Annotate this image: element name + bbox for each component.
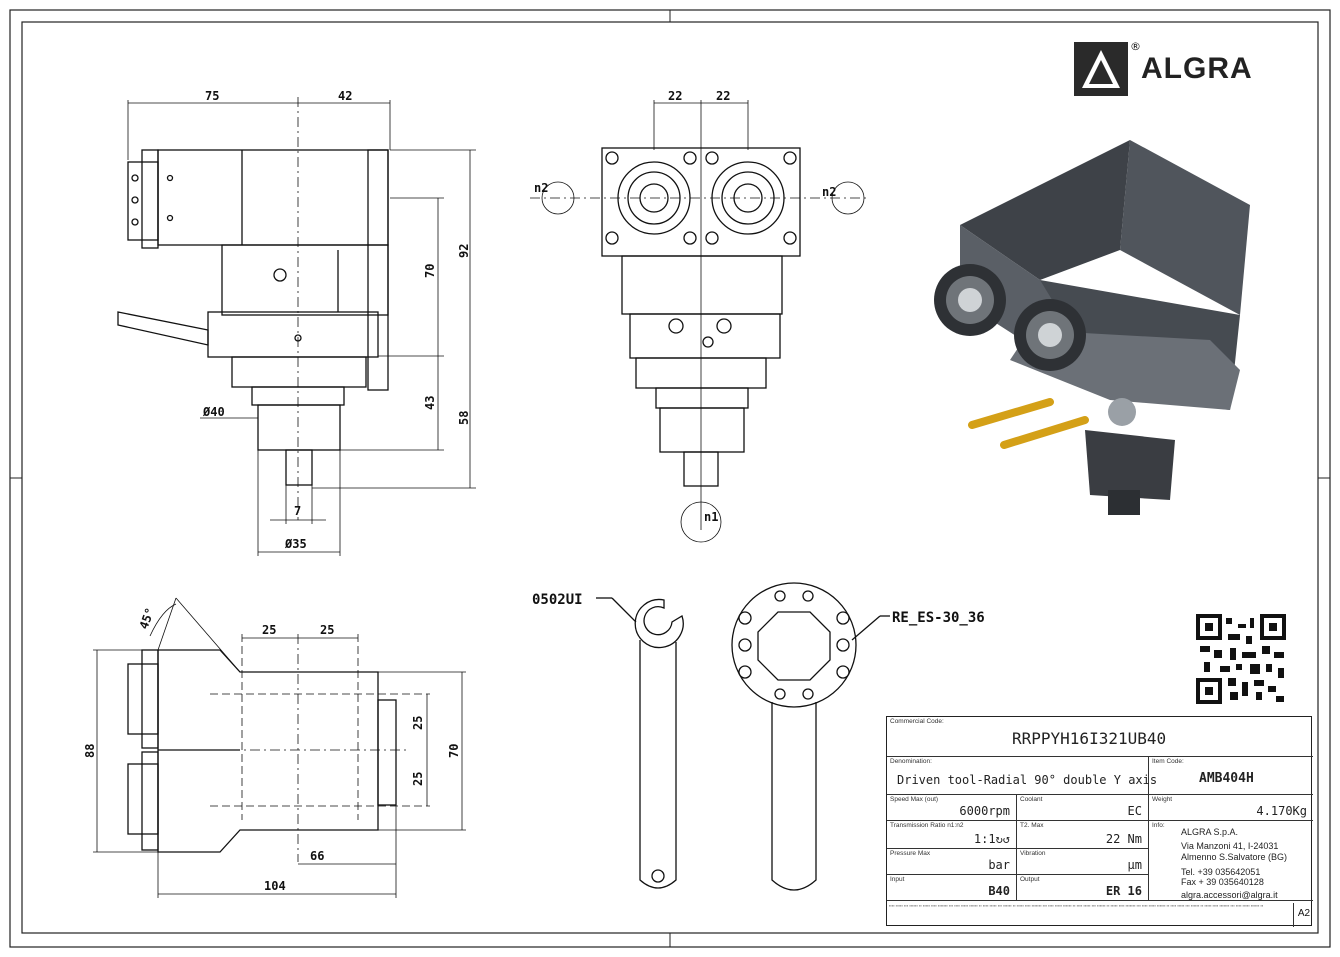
registered-mark: ®	[1130, 40, 1141, 53]
pressure-cell: Pressure Max bar	[887, 849, 1017, 875]
pressure-value: bar	[988, 858, 1010, 872]
dim-side-92: 92	[457, 244, 471, 258]
sheet-size: A2	[1293, 903, 1314, 927]
title-block: Commercial Code: RRPPYH16I321UB40 Denomi…	[886, 716, 1314, 927]
dim-bottom-104: 104	[264, 879, 286, 893]
dim-bottom-66: 66	[310, 849, 324, 863]
dim-side-d40: Ø40	[202, 405, 225, 419]
dim-bottom-25a: 25	[262, 623, 276, 637]
weight-cell: Weight 4.170Kg	[1149, 795, 1313, 821]
telephone: Tel. +39 035642051	[1181, 867, 1261, 877]
input-value: B40	[988, 884, 1010, 898]
denomination-cell: Denomination: Driven tool-Radial 90° dou…	[887, 757, 1157, 795]
ratio-cell: Transmission Ratio n1:n2 1:1↻↺	[887, 821, 1017, 849]
item-code-caption: Item Code:	[1152, 758, 1184, 765]
wrench-label: 0502UI	[532, 592, 583, 608]
item-code-cell: Item Code: AMB404H	[1149, 757, 1313, 795]
fine-print-disclaimer: ▪▪▪▪ ▪▪▪▪▪ ▪▪▪ ▪▪▪▪▪▪ ▪▪ ▪▪▪▪▪ ▪▪▪▪ ▪▪▪▪…	[889, 903, 1264, 908]
bottom-view	[127, 649, 397, 853]
dim-bottom-45deg: 45°	[137, 606, 158, 631]
input-caption: Input	[890, 876, 905, 883]
side-view	[117, 149, 389, 486]
dim-side-43: 43	[423, 396, 437, 410]
commercial-code-caption: Commercial Code:	[890, 718, 944, 725]
fax: Fax + 39 035640128	[1181, 877, 1264, 887]
output-cell: Output ER 16	[1017, 875, 1149, 901]
weight-caption: Weight	[1152, 796, 1173, 803]
coolant-value: EC	[1127, 804, 1142, 818]
address-line-2: Almenno S.Salvatore (BG)	[1181, 852, 1288, 862]
isometric-render	[934, 140, 1250, 515]
side-view-dimensions	[127, 97, 476, 556]
weight-value: 4.170Kg	[1256, 804, 1307, 818]
email: algra.accessori@algra.it	[1181, 890, 1278, 900]
commercial-code: RRPPYH16I321UB40	[1012, 729, 1167, 748]
key-label: RE_ES-30_36	[892, 610, 985, 626]
speed-value: 6000rpm	[959, 804, 1010, 818]
dim-bottom-88: 88	[83, 744, 97, 758]
wrench-drawing	[596, 597, 684, 889]
dim-front-22b: 22	[716, 89, 730, 103]
coolant-caption: Coolant	[1020, 796, 1043, 803]
info-cell: Info: ALGRA S.p.A. Via Manzoni 41, I-240…	[1149, 821, 1313, 901]
pressure-caption: Pressure Max	[890, 850, 931, 857]
vibration-cell: Vibration µm	[1017, 849, 1149, 875]
key-drawing	[731, 582, 890, 891]
dim-bottom-25c: 25	[411, 716, 425, 730]
dim-side-58: 58	[457, 411, 471, 425]
ratio-value: 1:1↻↺	[973, 832, 1010, 846]
speed-cell: Speed Max (out) 6000rpm	[887, 795, 1017, 821]
dim-side-42: 42	[338, 89, 352, 103]
vibration-caption: Vibration	[1020, 850, 1046, 857]
company-name: ALGRA S.p.A.	[1181, 827, 1239, 837]
ratio-caption: Transmission Ratio n1:n2	[890, 822, 964, 829]
rotation-n1: n1	[704, 510, 718, 524]
address-line-1: Via Manzoni 41, I-24031	[1181, 841, 1279, 851]
speed-caption: Speed Max (out)	[890, 796, 939, 803]
commercial-code-cell: Commercial Code: RRPPYH16I321UB40	[887, 717, 1313, 757]
vibration-value: µm	[1127, 858, 1142, 872]
denomination: Driven tool-Radial 90° double Y axis	[897, 773, 1158, 787]
dim-bottom-70: 70	[447, 744, 461, 758]
dim-bottom-25d: 25	[411, 772, 425, 786]
coolant-cell: Coolant EC	[1017, 795, 1149, 821]
dim-front-22a: 22	[668, 89, 682, 103]
dim-side-70: 70	[423, 264, 437, 278]
torque-caption: T2. Max	[1020, 822, 1044, 829]
algra-logo-icon	[1074, 42, 1128, 96]
dim-side-7: 7	[294, 504, 301, 518]
dim-bottom-25b: 25	[320, 623, 334, 637]
item-code: AMB404H	[1199, 771, 1254, 786]
output-caption: Output	[1020, 876, 1040, 883]
rotation-n2-right: n2	[822, 185, 836, 199]
dim-side-75: 75	[205, 89, 219, 103]
torque-cell: T2. Max 22 Nm	[1017, 821, 1149, 849]
denomination-caption: Denomination:	[890, 758, 932, 765]
torque-value: 22 Nm	[1105, 832, 1142, 846]
info-caption: Info:	[1152, 822, 1165, 829]
output-value: ER 16	[1105, 884, 1142, 898]
qr-code	[1196, 614, 1286, 704]
brand-name: ALGRA	[1141, 52, 1253, 85]
dim-side-d35: Ø35	[284, 537, 307, 551]
rotation-n2-left: n2	[534, 181, 548, 195]
input-cell: Input B40	[887, 875, 1017, 901]
